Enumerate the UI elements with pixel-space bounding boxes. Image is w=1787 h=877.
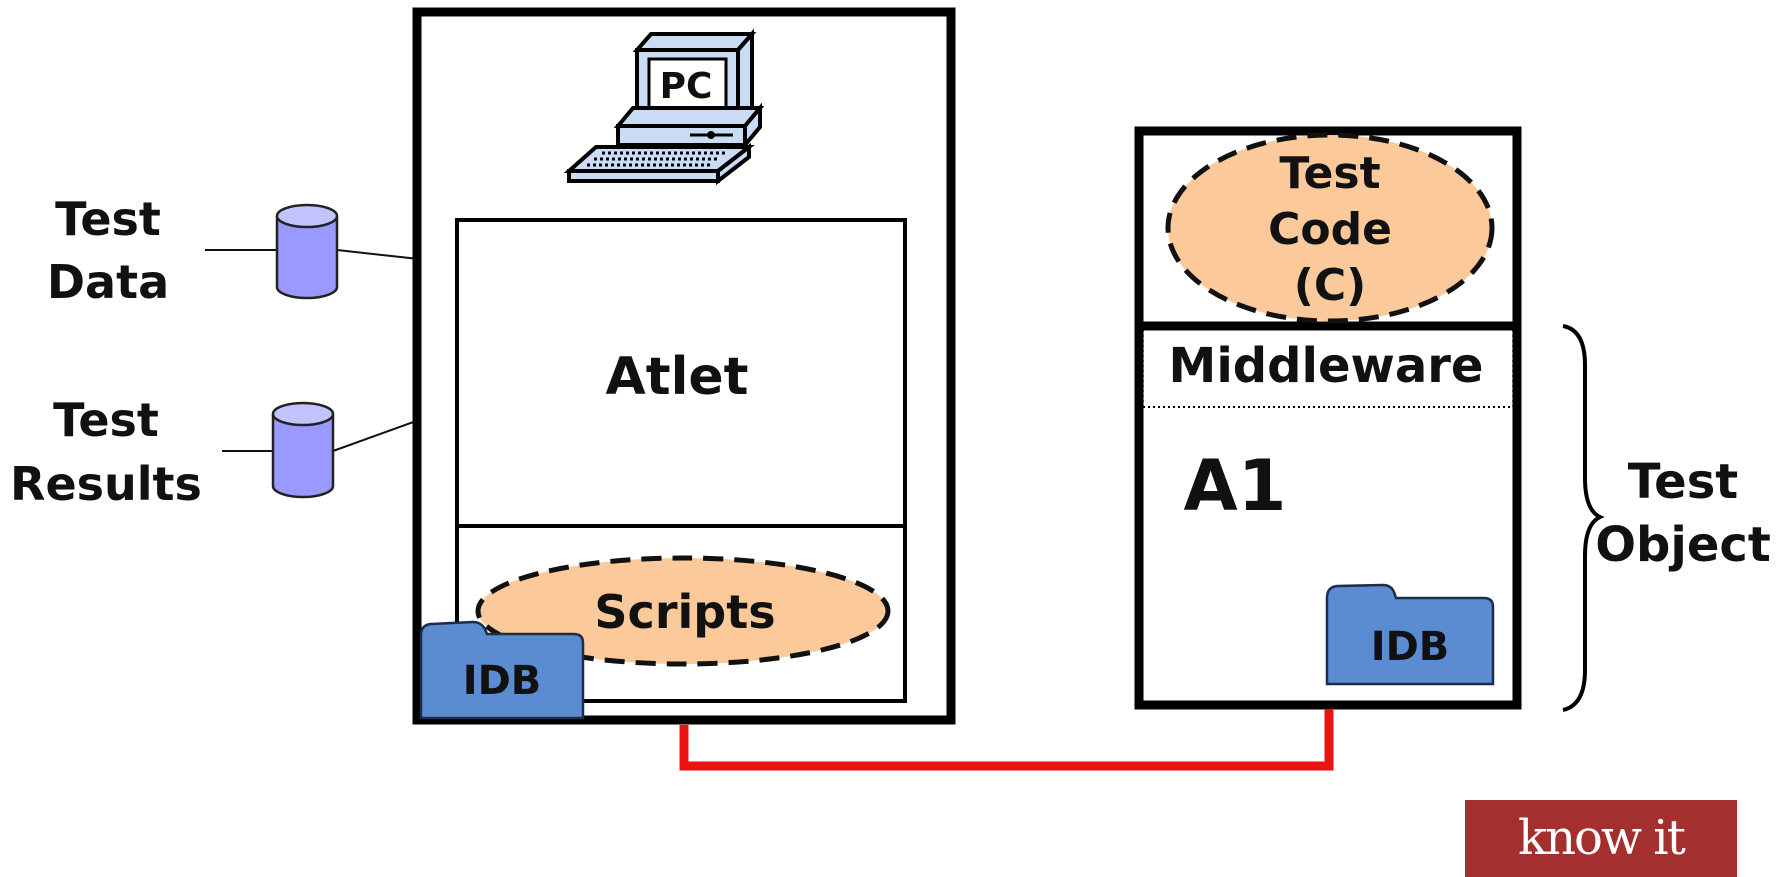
database-icon [275,203,339,300]
test-data-label-line1: Test [55,192,161,246]
knowit-logo: know it [1465,800,1737,877]
middleware-label: Middleware [1169,338,1484,394]
test-code-label-line1: Test [1279,148,1380,199]
test-code-label-line2: Code [1268,204,1392,255]
scripts-label: Scripts [594,585,775,639]
idb-label-left: IDB [463,658,542,704]
database-icon [271,401,335,499]
test-results-label-line1: Test [53,393,159,447]
test-code-ellipse [1165,132,1495,324]
connection-line [679,709,1334,771]
logo-text: know it [1518,810,1686,866]
test-results-label-line2: Results [10,457,202,511]
test-object-label-line1: Test [1628,454,1738,510]
test-data-label-line2: Data [47,255,169,309]
pc-label: PC [660,66,713,107]
folder-icon [419,620,585,720]
a1-label: A1 [1184,445,1287,527]
test-object-label-line2: Object [1595,517,1771,573]
test-object-brace [1562,324,1605,712]
test-code-label-line3: (C) [1294,260,1367,311]
atlet-label: Atlet [605,347,748,407]
computer-icon [563,28,765,186]
folder-icon [1325,583,1495,686]
idb-label-right: IDB [1371,624,1450,670]
